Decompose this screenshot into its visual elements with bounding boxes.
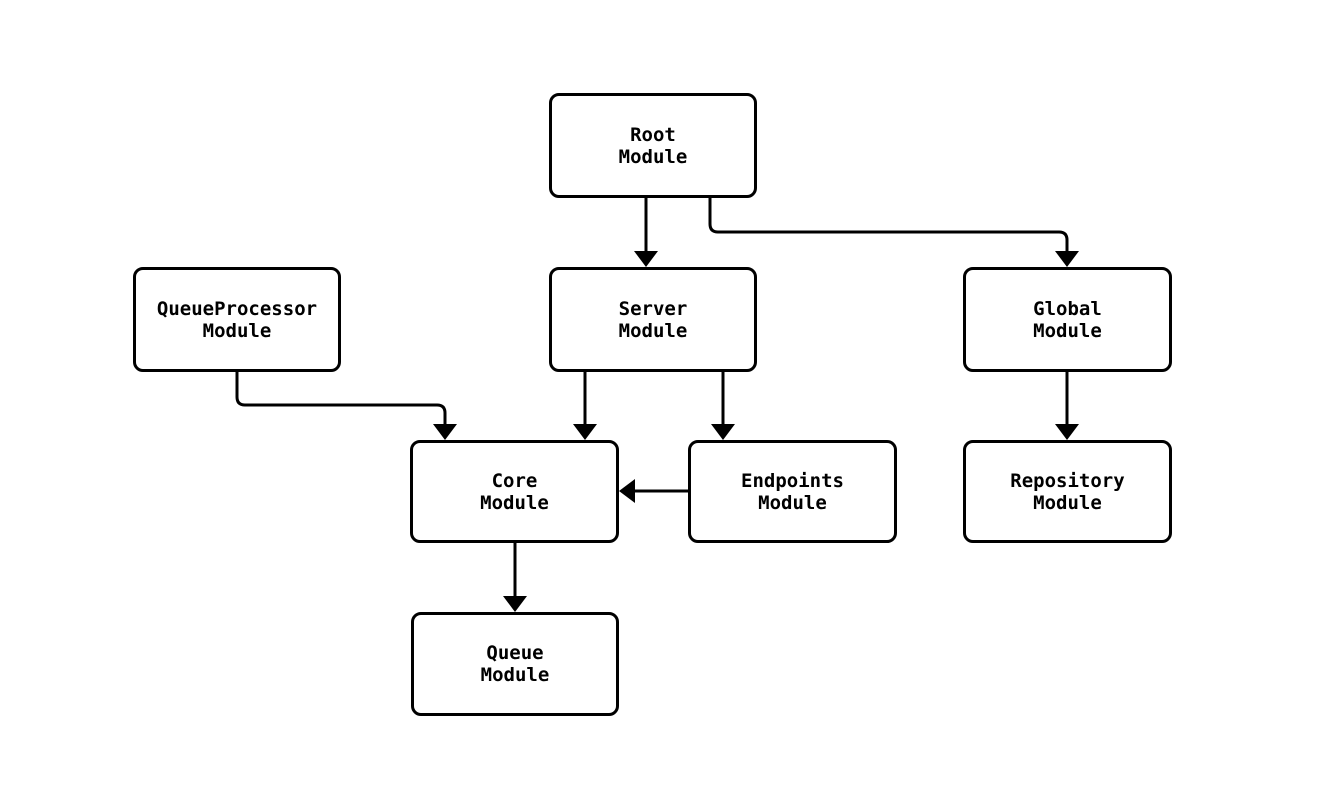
edge-server-to-core [573, 372, 597, 440]
node-repository-module-label: Repository Module [1010, 469, 1125, 514]
node-root-module-label: Root Module [618, 123, 688, 168]
node-queue-module-label: Queue Module [480, 642, 550, 686]
node-server-module-label: Server Module [618, 297, 688, 342]
edge-global-to-repository [1055, 372, 1079, 440]
node-core-module-label: Core Module [480, 469, 549, 514]
edge-root-to-server [634, 198, 658, 267]
edge-endpoints-to-core [619, 479, 688, 503]
node-queueprocessor-module-label: QueueProcessor Module [156, 297, 318, 342]
node-endpoints-module-label: Endpoints Module [741, 469, 844, 514]
edge-server-to-endpoints [711, 372, 735, 440]
node-queueprocessor-module: QueueProcessor Module [133, 267, 341, 372]
edge-root-to-global [708, 198, 1079, 267]
node-global-module-label: Global Module [1033, 297, 1102, 342]
node-queue-module: Queue Module [411, 612, 619, 716]
node-repository-module: Repository Module [963, 440, 1172, 543]
node-core-module: Core Module [410, 440, 619, 543]
node-server-module: Server Module [549, 267, 757, 372]
node-global-module: Global Module [963, 267, 1172, 372]
edge-queueprocessor-to-core [235, 372, 457, 440]
node-endpoints-module: Endpoints Module [688, 440, 897, 543]
edge-core-to-queue [503, 543, 527, 612]
node-root-module: Root Module [549, 93, 757, 198]
